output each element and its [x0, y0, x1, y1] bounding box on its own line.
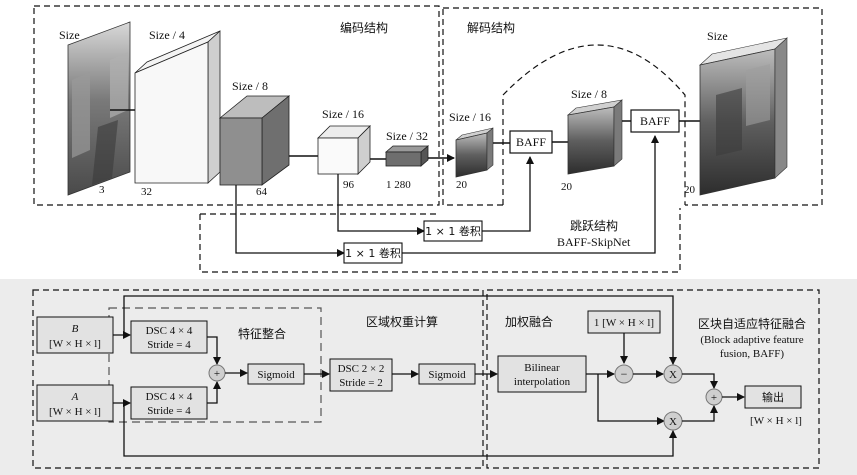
baff-title-line2: (Block adaptive feature	[700, 334, 803, 346]
decoder-map-2-size: Size / 8	[571, 87, 607, 101]
dsc-a-line1: DSC 4 × 4	[146, 391, 193, 403]
encoder-region: 编码结构	[33, 5, 440, 206]
sigmoid-1-box: Sigmoid	[247, 363, 305, 385]
skip-region: 跳跃结构 BAFF-SkipNet	[199, 208, 681, 273]
dsc-a-line2: Stride = 4	[147, 405, 191, 417]
stage1-channels: 32	[141, 186, 152, 198]
bilinear-line2: interpolation	[514, 376, 571, 388]
encoder-stage-4: Size / 32 1 280	[384, 129, 430, 191]
decoder-region: 解码结构	[442, 7, 823, 206]
skip-conv-2-label: 1 × 1 卷积	[345, 246, 401, 260]
dsc2-box: DSC 2 × 2 Stride = 2	[329, 358, 393, 392]
multiply-node-bottom: X	[663, 411, 683, 431]
dsc-a-box: DSC 4 × 4 Stride = 4	[130, 386, 208, 420]
decoder-map-2: Size / 8 20	[561, 87, 624, 193]
input-b-name: B	[72, 323, 79, 335]
output-segmentation-map: Size 20	[684, 29, 789, 196]
region-weight-label: 区域权重计算	[366, 314, 438, 329]
output-dims: [W × H × l]	[750, 415, 802, 427]
svg-text:−: −	[621, 367, 628, 381]
multiply-node-top: X	[663, 364, 683, 384]
dsc-b-line2: Stride = 4	[147, 339, 191, 351]
ones-tensor-label: 1 [W × H × l]	[594, 317, 654, 329]
svg-text:+: +	[711, 392, 717, 404]
input-b-dims: [W × H × l]	[49, 338, 101, 350]
dsc2-line2: Stride = 2	[339, 377, 382, 389]
stage3-size: Size / 16	[322, 107, 364, 121]
dsc-b-line1: DSC 4 × 4	[146, 325, 193, 337]
sum-node-2: +	[705, 388, 723, 406]
decoder-map-1-channels: 20	[456, 179, 468, 191]
stage3-channels: 96	[343, 179, 355, 191]
svg-text:X: X	[669, 369, 677, 381]
stage4-channels: 1 280	[386, 179, 411, 191]
stage4-size: Size / 32	[386, 129, 428, 143]
bilinear-box: Bilinear interpolation	[497, 355, 587, 393]
sigmoid-2-box: Sigmoid	[418, 363, 476, 385]
output-label: 输出	[762, 390, 784, 404]
baff-2-label: BAFF	[640, 114, 670, 128]
encoder-stage-2: Size / 8 64	[218, 79, 291, 198]
weighted-fusion-label: 加权融合	[505, 314, 553, 329]
encoder-stage-1: Size / 4 32	[134, 28, 221, 198]
skip-conv-1: 1 × 1 卷积	[423, 220, 483, 242]
encoder-title: 编码结构	[340, 20, 388, 35]
skip-conv-2: 1 × 1 卷积	[343, 242, 403, 264]
ones-tensor-box: 1 [W × H × l]	[587, 310, 661, 334]
sigmoid-2-label: Sigmoid	[428, 369, 466, 381]
sigmoid-1-label: Sigmoid	[257, 369, 295, 381]
skip-title-cn: 跳跃结构	[570, 218, 618, 233]
feature-integration-label: 特征整合	[238, 326, 286, 341]
baff-title-line3: fusion, BAFF)	[720, 348, 785, 360]
skip-title-en: BAFF-SkipNet	[557, 235, 631, 249]
stage2-channels: 64	[256, 186, 268, 198]
sum-node-1: +	[208, 364, 226, 382]
input-b-box: B [W × H × l]	[36, 316, 114, 354]
output-size-label: Size	[707, 29, 728, 43]
encoder-stage-3: Size / 16 96	[317, 107, 371, 191]
input-image: Size 3	[59, 21, 131, 196]
bilinear-line1: Bilinear	[524, 362, 560, 374]
input-size-label: Size	[59, 28, 80, 42]
baff-1-label: BAFF	[516, 135, 546, 149]
input-a-dims: [W × H × l]	[49, 406, 101, 418]
output-channels: 20	[684, 184, 696, 196]
baff-title-line1: 区块自适应特征融合	[698, 316, 806, 331]
stage1-size: Size / 4	[149, 28, 185, 42]
input-channels: 3	[99, 184, 105, 196]
baff-block-2: BAFF	[630, 109, 680, 133]
stage2-size: Size / 8	[232, 79, 268, 93]
dsc2-line1: DSC 2 × 2	[338, 363, 385, 375]
decoder-title: 解码结构	[467, 20, 515, 35]
output-box: 输出	[744, 385, 802, 409]
baff-block-1: BAFF	[509, 130, 553, 154]
svg-text:+: +	[214, 368, 220, 380]
decoder-map-2-channels: 20	[561, 181, 573, 193]
decoder-map-1-size: Size / 16	[449, 110, 491, 124]
svg-text:X: X	[669, 416, 677, 428]
input-a-name: A	[71, 391, 79, 403]
input-a-box: A [W × H × l]	[36, 384, 114, 422]
minus-node: −	[614, 364, 634, 384]
skip-conv-1-label: 1 × 1 卷积	[425, 224, 481, 238]
decoder-map-1: Size / 16 20	[449, 110, 494, 191]
dsc-b-box: DSC 4 × 4 Stride = 4	[130, 320, 208, 354]
